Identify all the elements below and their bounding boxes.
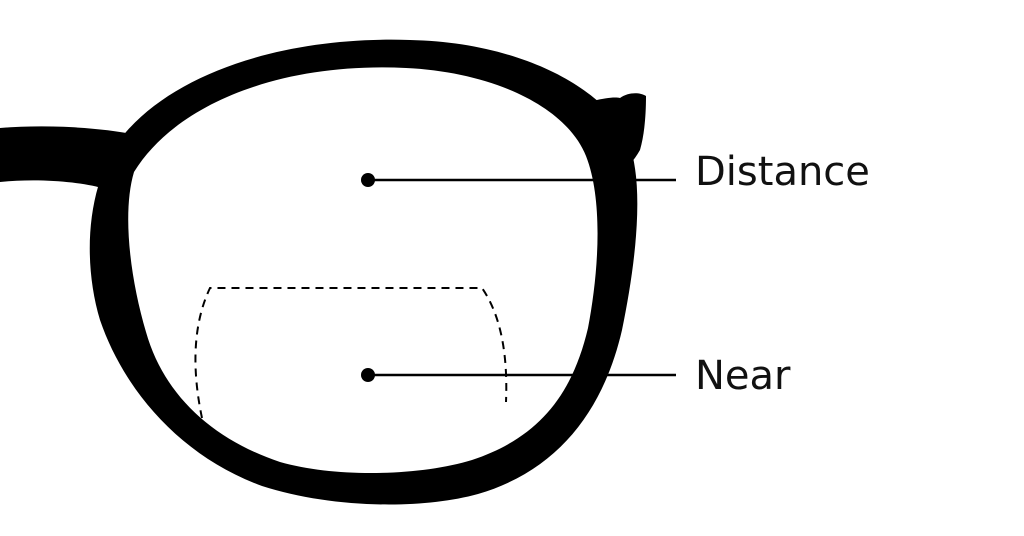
distance-label: Distance	[695, 149, 870, 195]
frame-bridge	[0, 126, 132, 228]
eyeglass-frame-icon	[89, 39, 638, 505]
near-label: Near	[695, 353, 791, 399]
near-segment-outline	[194, 287, 508, 419]
